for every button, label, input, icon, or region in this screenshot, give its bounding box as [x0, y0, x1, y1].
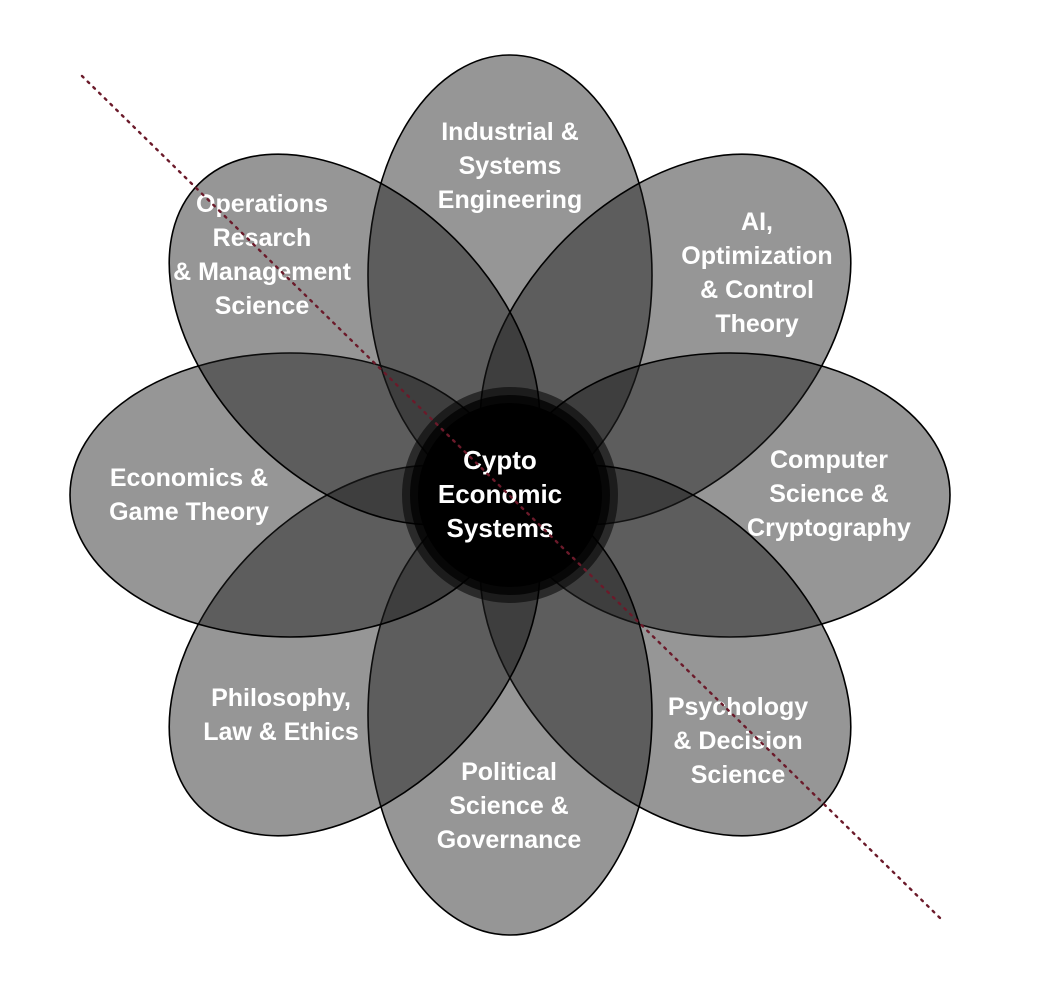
- petal-layer: [69, 54, 951, 936]
- petal-label-political-line: Science &: [449, 792, 569, 820]
- dotted-diagonal-line: [80, 74, 942, 920]
- petal-label-operations-line: Science: [215, 292, 310, 320]
- petal-label-philosophy: Philosophy, Law & Ethics: [203, 684, 359, 746]
- petal-label-psychology-line: Psychology: [668, 693, 808, 721]
- petal-label-philosophy-line: Philosophy,: [211, 684, 351, 712]
- petal-label-computer-science-line: Computer: [770, 446, 888, 474]
- petal-label-economics: Economics & Game Theory: [109, 464, 269, 526]
- petal-label-political-line: Political: [461, 758, 557, 786]
- petal-label-computer-science-line: Cryptography: [747, 514, 911, 542]
- petal-label-economics-line: Game Theory: [109, 498, 269, 526]
- center-label-line: Systems: [447, 513, 554, 543]
- petal-label-computer-science-line: Science &: [769, 480, 889, 508]
- center-label-line: Economic: [438, 479, 562, 509]
- petal-label-operations-line: Operations: [196, 190, 328, 218]
- petal-label-ai-line: Theory: [715, 310, 798, 338]
- petal-label-political-line: Governance: [437, 826, 582, 854]
- petal-label-operations-line: & Management: [173, 258, 351, 286]
- petal-label-industrial-line: Systems: [459, 152, 562, 180]
- petal-label-psychology-line: & Decision: [673, 727, 802, 755]
- petal-label-ai-line: Optimization: [681, 242, 832, 270]
- petal-label-ai-line: AI,: [741, 208, 773, 236]
- petal-label-philosophy-line: Law & Ethics: [203, 718, 359, 746]
- petal-label-industrial-line: Engineering: [438, 186, 582, 214]
- petal-label-psychology-line: Science: [691, 761, 786, 789]
- petal-label-operations-line: Resarch: [213, 224, 312, 252]
- petal-label-ai-line: & Control: [700, 276, 814, 304]
- center-label-line: Cypto: [463, 445, 537, 475]
- petal-label-industrial-line: Industrial &: [441, 118, 579, 146]
- petal-label-economics-line: Economics &: [110, 464, 268, 492]
